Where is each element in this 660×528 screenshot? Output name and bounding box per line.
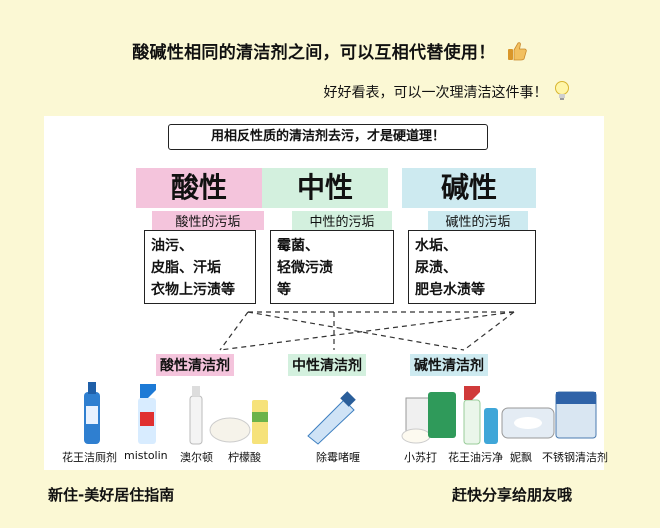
alkaline-heading: 碱性: [402, 168, 536, 208]
stain-item: 水垢、: [415, 238, 457, 254]
stain-item: 肥皂水渍等: [415, 282, 485, 298]
product-label: 除霉啫喱: [316, 451, 360, 464]
thumbs-up-icon: [507, 42, 527, 61]
subline-text: 好好看表，可以一次理清洁这件事！: [323, 85, 548, 101]
matching-lines: [219, 311, 515, 351]
alkaline-stains-label: 碱性的污垢: [428, 211, 528, 230]
stain-item: 尿渍、: [415, 260, 457, 276]
brand-footer: 新住-美好居住指南: [48, 486, 175, 504]
white-spray-bottle-image: [189, 386, 203, 445]
stain-item: 皮脂、汗垢: [151, 260, 221, 276]
product-label: 小苏打: [404, 451, 437, 464]
alkaline-cleaner-label: 碱性清洁剂: [410, 354, 488, 376]
acid-heading: 酸性: [136, 168, 262, 208]
neutral-heading: 中性: [262, 168, 388, 208]
acid-stains-label: 酸性的污垢: [152, 211, 264, 230]
product-label: 花王洁厕剂: [62, 451, 117, 464]
headline: 酸碱性相同的清洁剂之间，可以互相代替使用！: [100, 38, 560, 63]
share-footer: 赶快分享给朋友哦: [452, 486, 573, 504]
wipes-pack-image: [501, 407, 555, 439]
product-label: 花王油污净: [448, 451, 503, 464]
banner: 用相反性质的清洁剂去污，才是硬道理！: [168, 124, 488, 150]
steel-cleaner-tub-image: [555, 391, 597, 439]
baking-soda-image: [401, 392, 456, 444]
acid-cleaner-label: 酸性清洁剂: [156, 354, 234, 376]
stain-item: 霉菌、: [277, 238, 319, 254]
stain-item: 轻微污渍: [277, 260, 333, 276]
stain-item: 等: [277, 282, 291, 298]
toilet-cleaner-bottle-image: [84, 382, 100, 444]
spray-bottle-image: [138, 384, 156, 444]
subline: 好好看表，可以一次理清洁这件事！: [270, 80, 570, 102]
stain-item: 衣物上污渍等: [151, 282, 235, 298]
light-bulb-icon: [555, 81, 569, 100]
product-label: mistolin: [124, 449, 168, 462]
headline-text: 酸碱性相同的清洁剂之间，可以互相代替使用！: [132, 43, 496, 63]
product-label: 不锈钢清洁剂: [542, 451, 608, 464]
alkaline-stains-box: 水垢、 尿渍、 肥皂水渍等: [408, 230, 536, 304]
neutral-stains-label: 中性的污垢: [292, 211, 392, 230]
citric-acid-image: [209, 400, 268, 444]
product-label: 澳尔顿: [180, 451, 213, 464]
product-label: 柠檬酸: [228, 451, 261, 464]
product-label: 妮飘: [510, 451, 532, 464]
cleaning-chart-panel: 用相反性质的清洁剂去污，才是硬道理！ 酸性 中性 碱性 酸性的污垢 中性的污垢 …: [44, 116, 608, 470]
mold-gel-tube-image: [307, 391, 356, 445]
neutral-stains-box: 霉菌、 轻微污渍 等: [270, 230, 394, 304]
stain-item: 油污、: [151, 238, 193, 254]
acid-stains-box: 油污、 皮脂、汗垢 衣物上污渍等: [144, 230, 256, 304]
neutral-cleaner-label: 中性清洁剂: [288, 354, 366, 376]
kitchen-cleaner-spray-image: [463, 386, 498, 445]
product-images: [84, 382, 597, 445]
